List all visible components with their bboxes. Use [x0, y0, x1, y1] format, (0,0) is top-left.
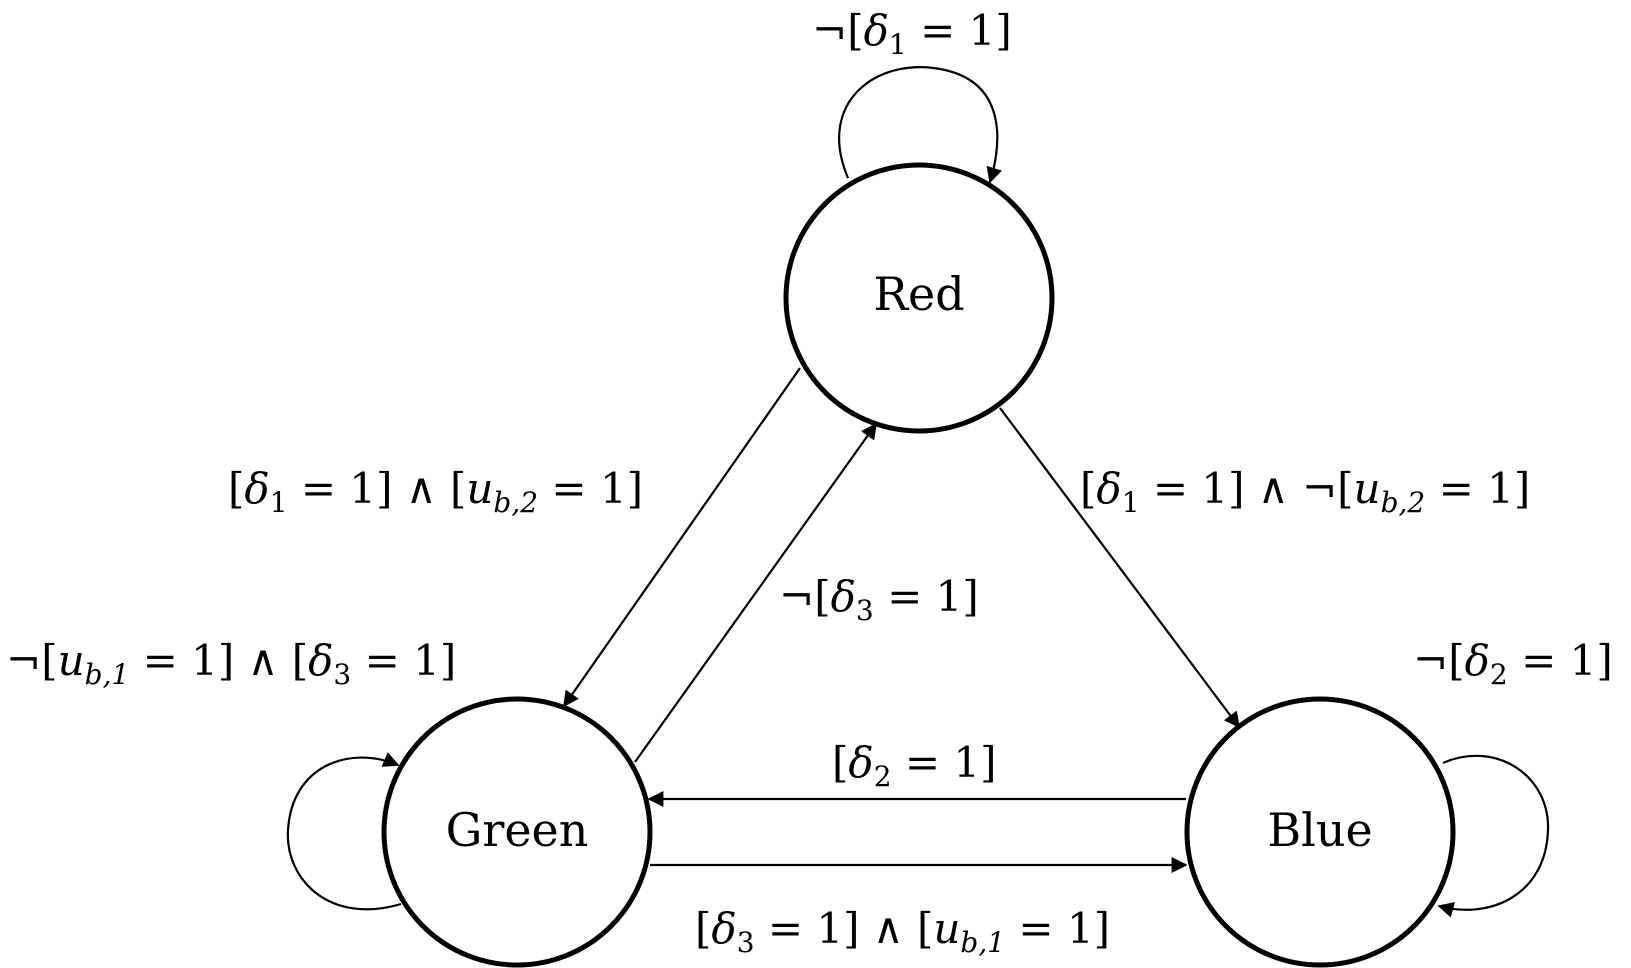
edge-blue-self [1437, 754, 1550, 918]
state-red: Red [783, 162, 1055, 434]
edge-green-self [286, 752, 402, 911]
label-green-to-red: ¬[δ3 = 1] [779, 572, 979, 627]
edge-red-to-green [563, 367, 801, 708]
label-red-to-blue: [δ1 = 1] ∧ ¬[ub,2 = 1] [1080, 464, 1530, 519]
label-red-self: ¬[δ1 = 1] [812, 6, 1012, 61]
state-green: Green [381, 696, 653, 968]
state-red-label: Red [873, 267, 964, 321]
label-green-to-blue: [δ3 = 1] ∧ [ub,1 = 1] [695, 904, 1110, 959]
label-blue-self: ¬[δ2 = 1] [1413, 636, 1613, 691]
state-blue-label: Blue [1267, 803, 1372, 857]
state-green-label: Green [446, 803, 589, 857]
edge-red-to-blue [999, 407, 1240, 729]
edge-green-to-red [634, 422, 877, 763]
label-blue-to-green: [δ2 = 1] [832, 738, 997, 793]
label-green-self: ¬[ub,1 = 1] ∧ [δ3 = 1] [6, 636, 456, 691]
state-blue: Blue [1184, 696, 1456, 968]
label-red-to-green: [δ1 = 1] ∧ [ub,2 = 1] [228, 464, 643, 519]
edge-red-self [838, 66, 1002, 184]
